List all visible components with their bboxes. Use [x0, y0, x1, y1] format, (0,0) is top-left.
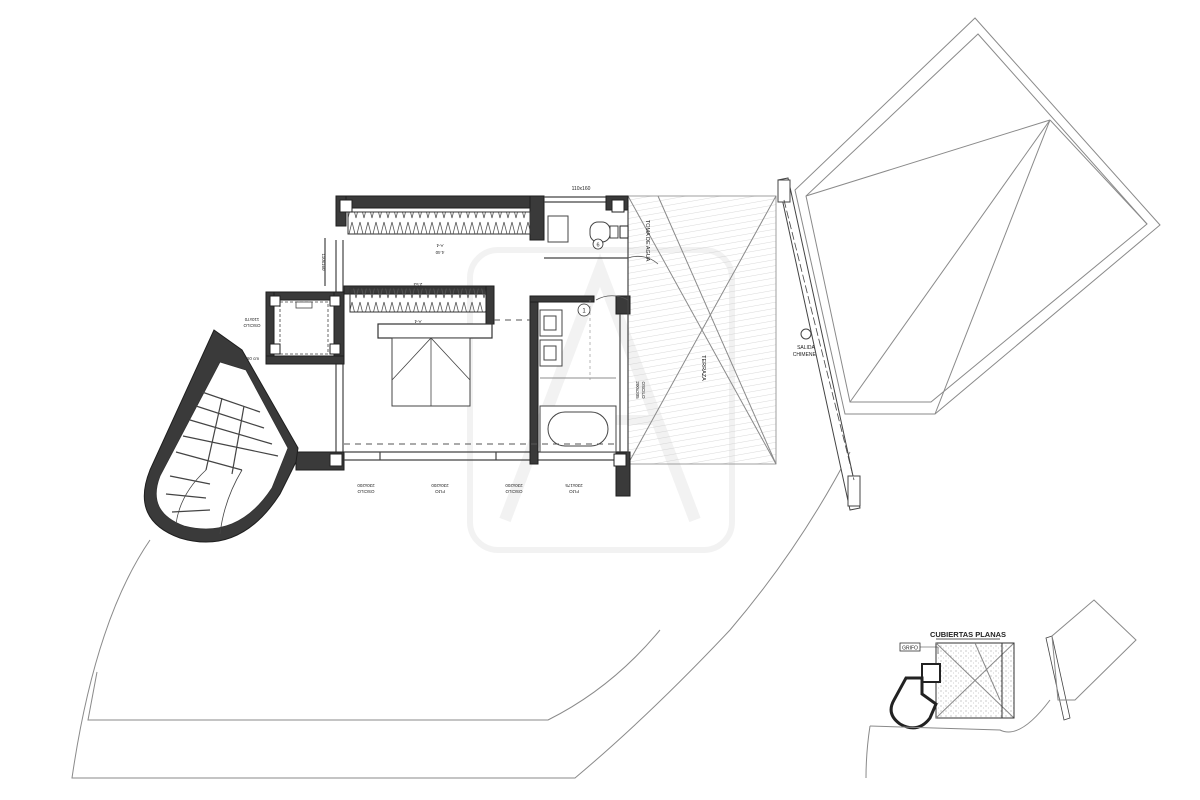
bottom-windows: 230x200 OSCILO 230x200 FIJO 230x200 OSCI… [344, 443, 616, 494]
terrace-deck: TERRAZA TOMA DE AGUA [627, 195, 777, 465]
stair-height-label: H- 60 cm [241, 356, 260, 361]
stair-window-type: OSCILO [243, 323, 261, 328]
wc-room: 6 [544, 199, 659, 265]
side-window-dim: 110x160 [321, 254, 326, 271]
marker-6: 6 [596, 243, 599, 249]
window-3-type: OSCILO [505, 489, 523, 494]
wardrobe-top-dim: 4.40 [435, 250, 444, 255]
inset-title: CUBIERTAS PLANAS [930, 630, 1006, 639]
bath-window-dim: 200x205 [635, 381, 640, 399]
bed [377, 319, 530, 407]
wardrobe-mid-label: A-4 [414, 319, 422, 324]
marker-1: 1 [582, 309, 586, 315]
water-tap-label: TOMA DE AGUA [644, 220, 650, 262]
wardrobe-top: A-4 4.40 [347, 211, 531, 255]
window-2-type: FIJO [435, 489, 445, 494]
salida-label: SALIDA [797, 345, 815, 351]
side-window: 110x160 [321, 238, 326, 286]
inset-roof-plan: CUBIERTAS PLANAS GRIFO [865, 599, 1137, 779]
bath-window-type: OSCILO [641, 381, 646, 399]
site-outline [71, 451, 851, 779]
wardrobe-mid: 2.53 A-4 [343, 282, 495, 325]
columns [269, 199, 629, 467]
wardrobe-top-label: A-4 [436, 243, 444, 248]
inset-tap-label: GRIFO [902, 646, 918, 652]
window-4-type: FIJO [569, 489, 579, 494]
chimney-outlet: SALIDA CHIMENEA [793, 328, 820, 358]
stair-lobby: 110x70 OSCILO H- 60 cm [241, 291, 345, 365]
top-window-dim: 110x160 [572, 186, 591, 192]
stair-window-dim: 110x70 [244, 317, 259, 322]
window-3-dim: 230x200 [505, 483, 523, 488]
stair-tower [143, 329, 299, 543]
window-1-dim: 230x200 [357, 483, 375, 488]
bathroom-fixtures: 1 200x205 OSCILO [539, 295, 646, 453]
window-1-type: OSCILO [357, 489, 375, 494]
window-4-dim: 230x175 [565, 483, 583, 488]
chimenea-label: CHIMENEA [793, 352, 820, 358]
window-2-dim: 230x200 [431, 483, 449, 488]
upper-roof-slab [794, 17, 1161, 415]
terrace-label: TERRAZA [700, 355, 706, 381]
wardrobe-mid-dim: 2.53 [413, 282, 422, 287]
stair-steps [165, 391, 279, 535]
railing-beam [777, 177, 861, 511]
